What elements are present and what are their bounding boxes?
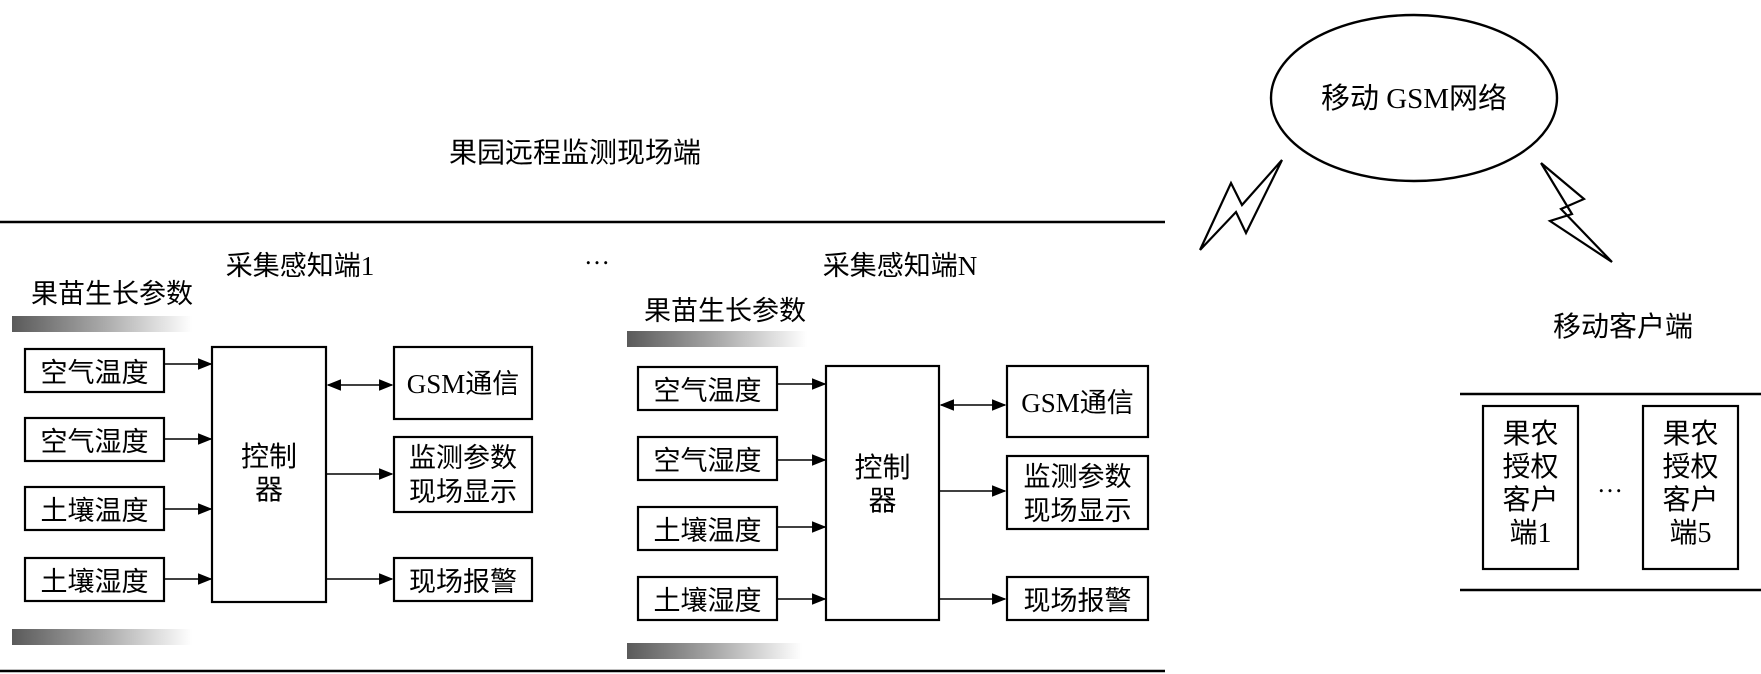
- authorized-client-1-box: [1481, 404, 1580, 571]
- controller-box: [210, 345, 328, 604]
- client-label: 客户: [1502, 484, 1558, 516]
- onsite-display-label-line1: 监测参数: [1024, 462, 1132, 492]
- controller-label-line1: 控制: [241, 441, 297, 473]
- onsite-alarm-box: [392, 556, 534, 603]
- onsite-alarm-label: 现场报警: [1024, 586, 1132, 616]
- client-label: 客户: [1662, 484, 1718, 516]
- onsite-display-box: [1005, 454, 1150, 531]
- onsite-alarm-label: 现场报警: [409, 567, 517, 597]
- collection-unit-n: 采集感知端N 果苗生长参数 空气温度 空气湿度 土壤温度 土壤湿度 控制 器 G…: [627, 251, 1150, 659]
- sensor-box-soil-temperature: [636, 505, 779, 552]
- onsite-display-box: [392, 435, 534, 514]
- client-label: 授权: [1502, 451, 1558, 483]
- clients-ellipsis: …: [1597, 469, 1623, 498]
- gradient-bar-bottom: [627, 643, 802, 659]
- controller-box: [824, 364, 941, 622]
- sensor-box-air-temperature: [636, 365, 779, 412]
- controller-label-line1: 控制: [854, 452, 910, 484]
- gsm-communication-box: [392, 345, 534, 421]
- site-title: 果园远程监测现场端: [449, 137, 701, 169]
- onsite-display-label-line1: 监测参数: [409, 443, 517, 473]
- client-label: 果农: [1662, 418, 1718, 450]
- sensor-label: 空气温度: [41, 358, 149, 388]
- gsm-network-label: 移动 GSM网络: [1321, 82, 1507, 115]
- sensor-label: 空气湿度: [41, 427, 149, 457]
- client-label: 授权: [1662, 451, 1718, 483]
- client-label: 端1: [1509, 517, 1551, 549]
- sensor-label: 土壤湿度: [41, 567, 149, 597]
- controller-label-line2: 器: [255, 475, 283, 506]
- client-label: 果农: [1502, 418, 1558, 450]
- gradient-bar-bottom: [12, 629, 192, 645]
- onsite-display-label-line2: 现场显示: [1024, 496, 1132, 526]
- wireless-link-left-lightning-icon: [1199, 159, 1283, 251]
- gsm-communication-label: GSM通信: [407, 369, 520, 399]
- gsm-communication-label: GSM通信: [1021, 388, 1134, 418]
- controller-label-line2: 器: [868, 486, 896, 517]
- sensor-label: 土壤温度: [41, 496, 149, 526]
- gsm-communication-box: [1005, 364, 1150, 439]
- sensor-box-air-temperature: [23, 347, 166, 394]
- collection-unit-1: 采集感知端1 果苗生长参数 空气温度 空气湿度 土壤温度 土壤湿度 控制 器 G…: [12, 251, 534, 645]
- authorized-client-5-box: [1641, 404, 1740, 571]
- sensor-box-soil-humidity: [23, 556, 166, 603]
- sensor-label: 土壤温度: [654, 516, 762, 546]
- units-ellipsis: …: [584, 241, 610, 270]
- sensor-box-air-humidity: [636, 435, 779, 482]
- client-label: 端5: [1669, 517, 1711, 549]
- unit-name: 采集感知端N: [823, 251, 978, 281]
- unit-name: 采集感知端1: [226, 251, 375, 281]
- sensor-box-soil-temperature: [23, 485, 166, 532]
- sensor-label: 土壤湿度: [654, 586, 762, 616]
- gsm-network-ellipse: [1269, 13, 1559, 183]
- param-title: 果苗生长参数: [644, 296, 806, 326]
- gradient-bar-top: [627, 331, 807, 347]
- mobile-client-title: 移动客户端: [1553, 311, 1693, 343]
- gradient-bar-top: [12, 316, 192, 332]
- onsite-alarm-box: [1005, 575, 1150, 622]
- sensor-label: 空气温度: [654, 376, 762, 406]
- sensor-label: 空气湿度: [654, 446, 762, 476]
- param-title: 果苗生长参数: [31, 279, 193, 309]
- onsite-display-label-line2: 现场显示: [409, 477, 517, 507]
- wireless-link-right-lightning-icon: [1540, 162, 1613, 263]
